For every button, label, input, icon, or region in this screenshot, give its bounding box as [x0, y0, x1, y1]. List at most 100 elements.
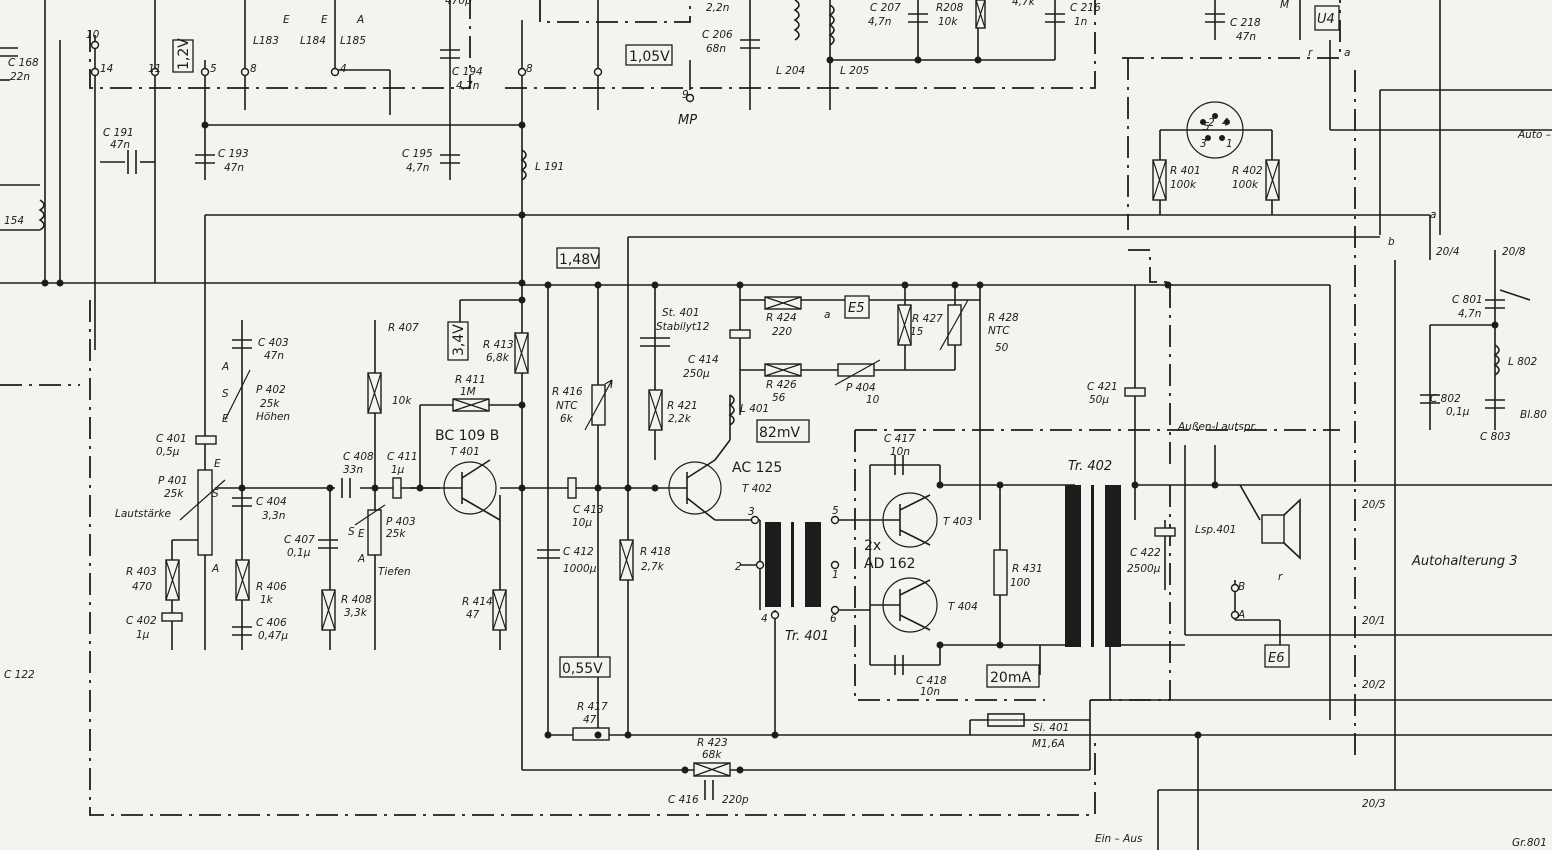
- component-label: 1000μ: [563, 563, 597, 575]
- transistor-type: AC 125: [732, 460, 782, 476]
- component-label: b: [1388, 236, 1395, 248]
- component-label: L185: [340, 35, 366, 47]
- component-label: C 195: [402, 148, 433, 160]
- test-point-label: U4: [1317, 12, 1335, 27]
- component-label: R 413: [483, 339, 514, 351]
- component-label: 6: [830, 613, 837, 625]
- component-label: 1M: [460, 386, 476, 398]
- labels: 1,2V 1,05V 1,48V 3,4V 0,55V 82mV 20mA E5…: [115, 12, 1551, 849]
- component-label: 20/8: [1502, 246, 1526, 258]
- component-label: C 401: [156, 433, 187, 445]
- component-label: R 424: [766, 312, 797, 324]
- component-label: C 406: [256, 617, 287, 629]
- component-label: 68n: [706, 43, 726, 55]
- transistor-type: AD 162: [864, 556, 916, 572]
- component-label: 5: [832, 505, 839, 517]
- component-label: Stabilyt12: [656, 321, 710, 333]
- component-label: C 402: [126, 615, 157, 627]
- auto-label: Auto –: [1517, 129, 1551, 141]
- component-label: A: [1237, 609, 1245, 621]
- test-point-label: E6: [1268, 651, 1285, 666]
- component-label: 47n: [224, 162, 244, 174]
- component-label: 20/3: [1362, 798, 1386, 810]
- component-label: 20/2: [1362, 679, 1386, 691]
- component-label: 1: [832, 569, 839, 581]
- component-label: 10: [866, 394, 880, 406]
- component-label: R 407: [388, 322, 419, 334]
- component-label: 5: [210, 63, 217, 75]
- component-label: 10: [86, 29, 100, 41]
- component-label: 220: [772, 326, 792, 338]
- component-label: E: [283, 14, 290, 26]
- component-label: 4,7n: [1458, 308, 1481, 320]
- component-label: 4,7n: [868, 16, 891, 28]
- transistor-type: BC 109 B: [435, 428, 499, 444]
- component-label: A: [221, 361, 229, 373]
- component-label: 2500μ: [1127, 563, 1161, 575]
- component-label: 47n: [264, 350, 284, 362]
- component-label: E: [321, 14, 328, 26]
- component-label: 20/5: [1362, 499, 1386, 511]
- component-label: E: [222, 413, 229, 425]
- component-label: C 403: [258, 337, 289, 349]
- component-label: 470: [132, 581, 152, 593]
- component-label: C 801: [1452, 294, 1483, 306]
- component-label: C 168: [8, 57, 39, 69]
- voltage-label: 0,55V: [562, 661, 603, 677]
- component-label: 154: [4, 215, 24, 227]
- component-label: R 418: [640, 546, 671, 558]
- component-label: C 408: [343, 451, 374, 463]
- component-label: R 426: [766, 379, 797, 391]
- component-label: C 803: [1480, 431, 1511, 443]
- component-label: NTC: [556, 400, 578, 412]
- component-label: R 414: [462, 596, 493, 608]
- component-label: 6k: [560, 413, 574, 425]
- component-label: 8: [250, 63, 257, 75]
- component-label: C 417: [884, 433, 915, 445]
- component-label: 100k: [1232, 179, 1259, 191]
- component-label: R 402: [1232, 165, 1263, 177]
- component-label: C 418: [916, 675, 947, 687]
- component-label: C 194: [452, 66, 483, 78]
- component-label: a: [1430, 209, 1436, 221]
- component-label: A: [356, 14, 364, 26]
- component-label: 20/4: [1436, 246, 1460, 258]
- component-label: 47: [466, 609, 480, 621]
- voltage-label: 3,4V: [451, 324, 467, 356]
- component-label: a: [1344, 47, 1350, 59]
- component-label: 47n: [110, 139, 130, 151]
- component-label: C 122: [4, 669, 35, 681]
- component-label: S: [348, 526, 355, 538]
- component-label: P 404: [846, 382, 876, 394]
- component-label: C 216: [1070, 2, 1101, 14]
- component-label: 1k: [260, 594, 274, 606]
- component-label: 20/1: [1362, 615, 1386, 627]
- component-label: 1μ: [391, 464, 405, 476]
- component-label: 4: [340, 63, 347, 75]
- test-point-label: E5: [848, 301, 865, 316]
- component-label: C 191: [103, 127, 134, 139]
- component-label: R 411: [455, 374, 486, 386]
- transformer-label: Tr. 401: [785, 629, 829, 644]
- component-label: L 802: [1508, 356, 1538, 368]
- measure-point-number: 9: [682, 89, 689, 101]
- component-label: St. 401: [662, 307, 700, 319]
- component-label: L 204: [776, 65, 805, 77]
- power-switch-label: Ein – Aus: [1095, 833, 1143, 845]
- resistor-marks: [165, 0, 1280, 777]
- component-label: 10n: [920, 686, 940, 698]
- component-label: 0,47μ: [258, 630, 288, 642]
- component-label: 2: [735, 561, 742, 573]
- component-label: 4,7n: [406, 162, 429, 174]
- component-label: 11: [148, 63, 161, 75]
- voltage-label: 82mV: [759, 425, 800, 441]
- component-label: Bl.80: [1520, 409, 1547, 421]
- component-label: 15: [910, 326, 924, 338]
- component-label: 10n: [890, 446, 910, 458]
- component-label: 47n: [1236, 31, 1256, 43]
- component-label: 10k: [938, 16, 958, 28]
- component-label: R 431: [1012, 563, 1043, 575]
- component-label: 1: [1226, 138, 1233, 150]
- component-label: L 401: [740, 403, 769, 415]
- component-label: 14: [100, 63, 113, 75]
